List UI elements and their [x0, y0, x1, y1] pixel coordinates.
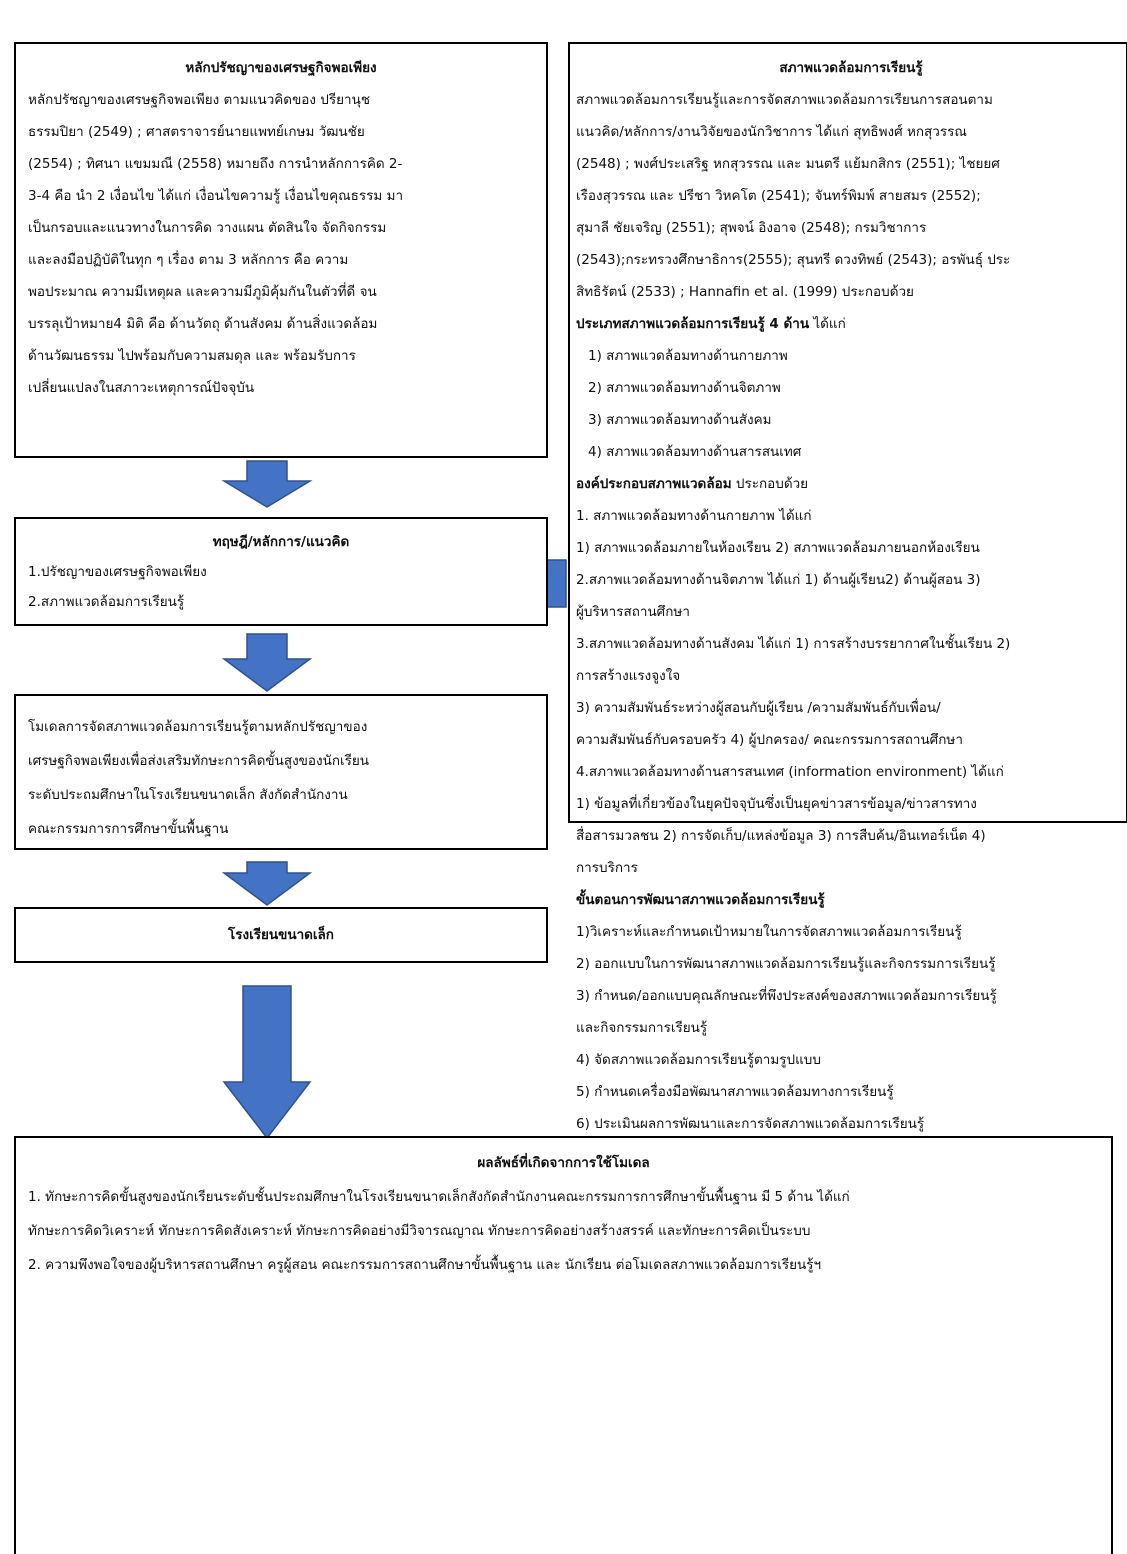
step-line: 6) ประเมินผลการพัฒนาและการจัดสภาพแวดล้อม…: [576, 1116, 925, 1132]
step-line: 3) กำหนด/ออกแบบคุณลักษณะที่พึงประสงค์ของ…: [576, 988, 997, 1004]
model-line: โมเดลการจัดสภาพแวดล้อมการเรียนรู้ตามหลัก…: [28, 719, 368, 735]
learning-environment-box: สภาพแวดล้อมการเรียนรู้ สภาพแวดล้อมการเรี…: [568, 42, 1127, 1132]
environment-intro-line: สุมาลี ชัยเจริญ (2551); สุพจน์ อิงอาจ (2…: [576, 220, 927, 236]
component-line: การสร้างแรงจูงใจ: [576, 668, 681, 684]
model-line: ระดับประถมศึกษาในโรงเรียนขนาดเล็ก สังกัด…: [28, 787, 348, 803]
sufficiency-line: เปลี่ยนแปลงในสภาวะเหตุการณ์ปัจจุบัน: [28, 380, 255, 396]
type-item: 1) สภาพแวดล้อมทางด้านกายภาพ: [588, 348, 788, 364]
environment-intro-line: แนวคิด/หลักการ/งานวิจัยของนักวิชาการ ได้…: [576, 124, 967, 140]
components-heading: องค์ประกอบสภาพแวดล้อม ประกอบด้วย: [576, 468, 1126, 500]
types-heading-rest: ได้แก่: [809, 316, 846, 332]
step-line: 1)วิเคราะห์และกำหนดเป้าหมายในการจัดสภาพแ…: [576, 924, 962, 940]
component-line: การบริการ: [576, 860, 638, 876]
type-item: 4) สภาพแวดล้อมทางด้านสารสนเทศ: [588, 444, 802, 460]
result-title: ผลลัพธ์ที่เกิดจากการใช้โมเดล: [477, 1155, 650, 1171]
step-line: 4) จัดสภาพแวดล้อมการเรียนรู้ตามรูปแบบ: [576, 1052, 821, 1068]
type-item: 3) สภาพแวดล้อมทางด้านสังคม: [588, 412, 772, 428]
model-box: โมเดลการจัดสภาพแวดล้อมการเรียนรู้ตามหลัก…: [14, 694, 548, 850]
model-line: เศรษฐกิจพอเพียงเพื่อส่งเสริมทักษะการคิดข…: [28, 753, 369, 769]
sufficiency-line: ด้านวัฒนธรรม ไปพร้อมกับความสมดุล และ พร้…: [28, 348, 356, 364]
sufficiency-philosophy-box: หลักปรัชญาของเศรษฐกิจพอเพียง หลักปรัชญาข…: [14, 42, 548, 458]
steps-heading: ขั้นตอนการพัฒนาสภาพแวดล้อมการเรียนรู้: [576, 892, 825, 908]
component-line: 1. สภาพแวดล้อมทางด้านกายภาพ ได้แก่: [576, 508, 812, 524]
component-line: 1) ข้อมูลที่เกี่ยวข้องในยุคปัจจุบันซึ่งเ…: [576, 796, 977, 812]
arrow-down-2: [221, 633, 313, 692]
arrow-down-long: [222, 985, 312, 1140]
step-line: และกิจกรรมการเรียนรู้: [576, 1020, 708, 1036]
result-line: 2. ความพึงพอใจของผู้บริหารสถานศึกษา ครูผ…: [28, 1257, 822, 1273]
component-line: 1) สภาพแวดล้อมภายในห้องเรียน 2) สภาพแวดล…: [576, 540, 980, 556]
sufficiency-title: หลักปรัชญาของเศรษฐกิจพอเพียง: [185, 60, 377, 76]
small-school-box: โรงเรียนขนาดเล็ก: [14, 907, 548, 963]
arrow-down-3: [221, 861, 313, 906]
theory-item: 2.สภาพแวดล้อมการเรียนรู้: [28, 594, 185, 610]
environment-intro-line: (2548) ; พงศ์ประเสริฐ หกสุวรรณ และ มนตรี…: [576, 156, 1000, 172]
arrow-down-1: [221, 460, 313, 508]
component-line: 2.สภาพแวดล้อมทางด้านจิตภาพ ได้แก่ 1) ด้า…: [576, 572, 981, 588]
model-results-box: ผลลัพธ์ที่เกิดจากการใช้โมเดล 1. ทักษะการ…: [14, 1136, 1113, 1554]
theory-title: ทฤษฎี/หลักการ/แนวคิด: [212, 534, 350, 550]
theory-item: 1.ปรัชญาของเศรษฐกิจพอเพียง: [28, 564, 207, 580]
step-line: 5) กำหนดเครื่องมือพัฒนาสภาพแวดล้อมทางการ…: [576, 1084, 894, 1100]
sufficiency-line: หลักปรัชญาของเศรษฐกิจพอเพียง ตามแนวคิดขอ…: [28, 92, 370, 108]
type-item: 2) สภาพแวดล้อมทางด้านจิตภาพ: [588, 380, 781, 396]
environment-intro-line: สภาพแวดล้อมการเรียนรู้และการจัดสภาพแวดล้…: [576, 92, 993, 108]
theory-box: ทฤษฎี/หลักการ/แนวคิด 1.ปรัชญาของเศรษฐกิจ…: [14, 517, 548, 626]
school-title: โรงเรียนขนาดเล็ก: [228, 927, 334, 943]
result-line: ทักษะการคิดวิเคราะห์ ทักษะการคิดสังเคราะ…: [28, 1223, 811, 1239]
sufficiency-line: พอประมาณ ความมีเหตุผล และความมีภูมิคุ้มก…: [28, 284, 377, 300]
environment-title: สภาพแวดล้อมการเรียนรู้: [779, 60, 923, 76]
component-line: 3) ความสัมพันธ์ระหว่างผู้สอนกับผู้เรียน …: [576, 700, 941, 716]
sufficiency-line: ธรรมปิยา (2549) ; ศาสตราจารย์นายแพทย์เกษ…: [28, 124, 365, 140]
step-line: 2) ออกแบบในการพัฒนาสภาพแวดล้อมการเรียนรู…: [576, 956, 996, 972]
environment-intro-line: (2543);กระทรวงศึกษาธิการ(2555); สุนทรี ด…: [576, 252, 1011, 268]
model-line: คณะกรรมการการศึกษาขั้นพื้นฐาน: [28, 821, 229, 837]
sufficiency-line: และลงมือปฏิบัติในทุก ๆ เรื่อง ตาม 3 หลัก…: [28, 252, 349, 268]
components-heading-bold: องค์ประกอบสภาพแวดล้อม: [576, 476, 732, 492]
sufficiency-line: (2554) ; ทิศนา แขมมณี (2558) หมายถึง การ…: [28, 156, 403, 172]
sufficiency-line: เป็นกรอบและแนวทางในการคิด วางแผน ตัดสินใ…: [28, 220, 387, 236]
component-line: ความสัมพันธ์กับครอบครัว 4) ผู้ปกครอง/ คณ…: [576, 732, 963, 748]
component-line: 3.สภาพแวดล้อมทางด้านสังคม ได้แก่ 1) การส…: [576, 636, 1011, 652]
component-line: 4.สภาพแวดล้อมทางด้านสารสนเทศ (informatio…: [576, 764, 1004, 780]
environment-intro-line: เรืองสุวรรณ และ ปรีชา วิหคโต (2541); จัน…: [576, 188, 981, 204]
sufficiency-line: บรรลุเป้าหมาย4 มิติ คือ ด้านวัตถุ ด้านสั…: [28, 316, 378, 332]
environment-intro-line: สิทธิรัตน์ (2533) ; Hannafin et al. (199…: [576, 284, 914, 300]
sufficiency-line: 3-4 คือ นำ 2 เงื่อนไข ได้แก่ เงื่อนไขควา…: [28, 188, 404, 204]
result-line: 1. ทักษะการคิดขั้นสูงของนักเรียนระดับชั้…: [28, 1189, 850, 1205]
types-heading: ประเภทสภาพแวดล้อมการเรียนรู้ 4 ด้าน ได้แ…: [576, 308, 1126, 340]
component-line: สื่อสารมวลชน 2) การจัดเก็บ/แหล่งข้อมูล 3…: [576, 828, 986, 844]
types-heading-bold: ประเภทสภาพแวดล้อมการเรียนรู้ 4 ด้าน: [576, 316, 810, 332]
components-heading-rest: ประกอบด้วย: [731, 476, 809, 492]
component-line: ผู้บริหารสถานศึกษา: [576, 604, 690, 620]
